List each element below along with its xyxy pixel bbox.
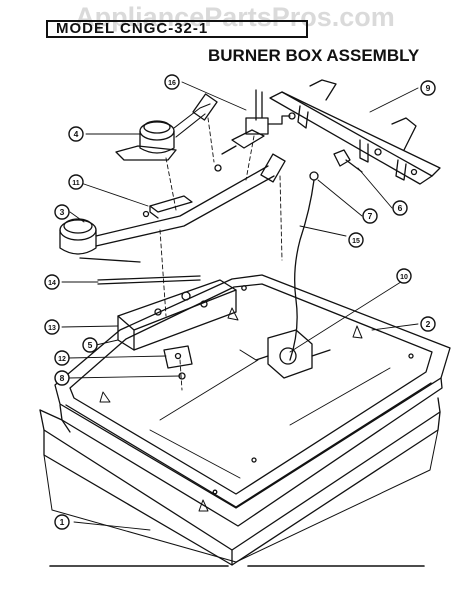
spark-electrode-6 [333,149,363,173]
callout-11-circle [68,174,84,190]
callout-15-circle [348,232,364,248]
callout-10: 10 [396,268,412,284]
callout-16-circle [164,74,180,90]
callout-9-label: 9 [426,83,431,93]
top-burner-4 [115,93,218,161]
thermocouple-7 [289,171,319,361]
mounting-bracket-13 [117,279,237,351]
plate-12 [163,345,193,380]
bracket-11 [142,195,193,219]
callout-3: 3 [54,204,70,220]
callout-8-circle [54,370,70,386]
callout-12-circle [54,350,70,366]
callout-3-label: 3 [60,207,65,217]
manifold-pipe [269,79,441,185]
callout-7-circle [362,208,378,224]
callout-9-circle [420,80,436,96]
callout-2-circle [420,316,436,332]
callout-15: 15 [348,232,364,248]
callout-14-circle [44,274,60,290]
callout-7: 7 [362,208,378,224]
callout-4-label: 4 [74,129,79,139]
callout-13: 13 [44,319,60,335]
callout-1-circle [54,514,70,530]
callout-6-circle [392,200,408,216]
leader-lines [61,81,419,531]
callout-15-label: 15 [352,238,360,245]
callout-16-label: 16 [168,80,176,87]
callout-6: 6 [392,200,408,216]
callout-11: 11 [68,174,84,190]
callout-2-label: 2 [426,319,431,329]
callout-5-circle [82,337,98,353]
callout-14-label: 14 [48,280,56,287]
callout-1: 1 [54,514,70,530]
callout-9: 9 [420,80,436,96]
callout-11-label: 11 [72,180,80,187]
callout-1-label: 1 [60,517,65,527]
callout-12: 12 [54,350,70,366]
callout-8: 8 [54,370,70,386]
assembly-guide-lines [159,117,283,391]
callout-5: 5 [82,337,98,353]
callout-13-circle [44,319,60,335]
bottom-plate [43,429,439,563]
callout-8-label: 8 [60,373,65,383]
watermark: AppliancePartsPros.com [75,2,395,32]
diagram-title: BURNER BOX ASSEMBLY [208,46,420,65]
callout-7-label: 7 [368,211,373,221]
lower-burner-3 [59,153,286,263]
callout-12-label: 12 [58,356,66,363]
callout-10-circle [396,268,412,284]
burner-box-tray [39,274,451,566]
gas-valve-16 [214,89,291,172]
callout-6-label: 6 [398,203,403,213]
pressure-regulator-10 [239,329,331,379]
callout-13-label: 13 [48,325,56,332]
callout-5-label: 5 [88,340,93,350]
callout-2: 2 [420,316,436,332]
callout-10-label: 10 [400,274,408,281]
callout-16: 16 [164,74,180,90]
rod-14 [97,275,201,285]
model-label: MODEL CNGC-32-1 [46,20,308,38]
callout-4-circle [68,126,84,142]
callout-3-circle [54,204,70,220]
callout-14: 14 [44,274,60,290]
callout-4: 4 [68,126,84,142]
